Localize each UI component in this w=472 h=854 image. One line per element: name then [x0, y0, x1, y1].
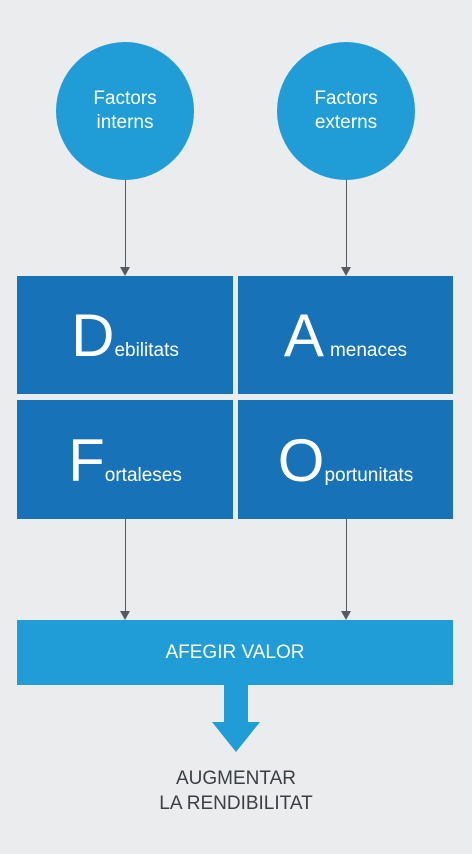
weaknesses-initial: D [71, 302, 115, 369]
result-arrow-head [212, 722, 260, 752]
weaknesses-label: ebilitats [114, 340, 179, 361]
connector-matrix-right-to-bar [345, 519, 347, 612]
arrow-head-external [341, 267, 351, 276]
result-label: AUGMENTAR LA RENDIBILITAT [159, 768, 313, 814]
opportunities-label: portunitats [324, 465, 414, 486]
external-factors-node: Factors externs [277, 42, 415, 180]
connector-matrix-left-to-bar [124, 519, 126, 612]
threats-initial: A [283, 302, 324, 369]
internal-factors-node: Factors interns [56, 42, 194, 180]
add-value-bar: AFEGIR VALOR [17, 620, 453, 685]
strengths-initial: F [68, 427, 105, 494]
connector-internal-to-matrix [124, 180, 126, 268]
threats-label: menaces [329, 340, 408, 361]
result-arrow-stem [224, 685, 248, 723]
strengths-label: ortaleses [104, 465, 182, 486]
arrow-head-left-bar [120, 611, 130, 620]
arrow-head-internal [120, 267, 130, 276]
connector-external-to-matrix [345, 180, 347, 268]
arrow-head-right-bar [341, 611, 351, 620]
opportunities-initial: O [277, 427, 325, 494]
